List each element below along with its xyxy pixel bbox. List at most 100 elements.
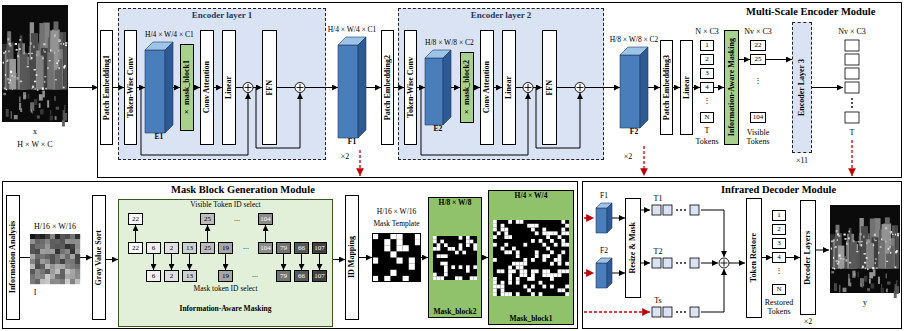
process-box: Token-Wise Conv — [404, 30, 417, 145]
light — [36, 54, 38, 56]
connector — [333, 259, 345, 260]
visible-cell — [512, 269, 516, 273]
visible-cell — [493, 223, 497, 227]
visible-cell — [554, 231, 558, 235]
module-panel: Infrared Decoder ModuleF1F2Resize & Mask… — [582, 181, 902, 329]
reflection — [14, 115, 18, 119]
add-cross — [297, 84, 304, 91]
node-label: Multi-Scale Encoder Module — [746, 6, 875, 18]
annotation: T1 — [654, 194, 663, 203]
information-map — [30, 234, 80, 284]
node-label: Visible Token ID select — [190, 201, 260, 209]
visible-cell — [501, 223, 505, 227]
visible-cell — [516, 220, 520, 224]
node-label: 19 — [222, 273, 229, 280]
light — [889, 247, 891, 248]
visible-cell — [448, 247, 452, 251]
pixel — [45, 274, 50, 279]
light — [841, 268, 842, 269]
annotation: Visible Tokens — [737, 128, 779, 146]
node-label: H/4 × W/4 × C1 — [145, 31, 194, 39]
pixel — [70, 264, 75, 269]
pixel — [75, 254, 80, 259]
pixel — [70, 244, 75, 249]
cube-side — [607, 258, 612, 288]
light — [47, 67, 48, 69]
light — [890, 239, 891, 241]
connector — [557, 87, 620, 88]
light — [839, 254, 841, 256]
connector — [739, 59, 750, 60]
process-box: Patch Embedding2 — [381, 30, 394, 145]
connector — [394, 87, 404, 88]
light — [834, 268, 835, 269]
light — [866, 257, 868, 259]
light — [14, 76, 16, 78]
visible-cell — [473, 276, 477, 280]
node-label: Encoder layer 2 — [471, 11, 532, 21]
connector — [153, 254, 154, 270]
grid-background — [372, 233, 421, 282]
token-squares — [652, 40, 859, 317]
pixel — [50, 249, 55, 254]
visible-cell — [508, 273, 512, 277]
reflection — [11, 111, 12, 119]
pixel — [50, 239, 55, 244]
visible-cell — [531, 258, 535, 262]
token-box: 104 — [258, 242, 273, 254]
building — [838, 246, 845, 269]
pixel — [40, 249, 45, 254]
node-label: Mask_block1 — [510, 315, 553, 323]
reflection — [40, 109, 44, 114]
pixel — [75, 269, 80, 274]
node-label: 13 — [186, 273, 193, 280]
pixel — [40, 234, 45, 239]
annotation: y — [863, 298, 867, 307]
flow-arrow — [641, 210, 650, 211]
group-fill — [398, 8, 604, 160]
reflection — [47, 100, 49, 107]
cube-side — [640, 47, 648, 128]
add-circle — [243, 83, 253, 93]
red-dashed-arrow — [584, 272, 594, 273]
visible-cell — [546, 273, 550, 277]
cube-front — [145, 50, 165, 133]
mask-block: H/8 × W/8Mask_block2 — [428, 197, 482, 318]
visible-cell — [550, 284, 554, 288]
pixel — [75, 244, 80, 249]
token-box: N — [772, 284, 786, 295]
visible-cell — [531, 277, 535, 281]
token-box: 22 — [750, 40, 766, 51]
light — [876, 267, 878, 268]
token-box: 107 — [312, 242, 327, 254]
add-cross — [721, 260, 728, 267]
light — [54, 52, 55, 54]
light — [8, 82, 10, 84]
connector — [135, 225, 136, 242]
visible-cell — [550, 261, 554, 265]
pixel — [65, 279, 70, 284]
pixel — [65, 244, 70, 249]
building — [47, 52, 54, 89]
node-label: 66 — [298, 245, 305, 252]
module-panel: Multi-Scale Encoder ModulePatch Embeddin… — [97, 2, 902, 178]
visible-cell — [504, 250, 508, 254]
node-label: ID Mapping — [348, 236, 356, 278]
reflection — [37, 115, 40, 118]
token-box: 22 — [128, 213, 143, 225]
light — [888, 248, 890, 249]
visible-cell — [433, 236, 437, 240]
process-box: FFN — [262, 30, 277, 145]
light — [60, 43, 62, 44]
node-label: 1 — [705, 42, 709, 49]
visible-cell — [444, 265, 448, 269]
pixel — [50, 234, 55, 239]
masking-group: Visible Token ID selectMask token ID sel… — [118, 199, 333, 327]
reflection — [42, 91, 45, 98]
visible-cell — [520, 273, 524, 277]
visible-cell — [497, 231, 501, 235]
pixel — [30, 234, 35, 239]
add-circle — [295, 83, 305, 93]
node-label: × mask_block2 — [463, 60, 471, 116]
pixel — [75, 239, 80, 244]
